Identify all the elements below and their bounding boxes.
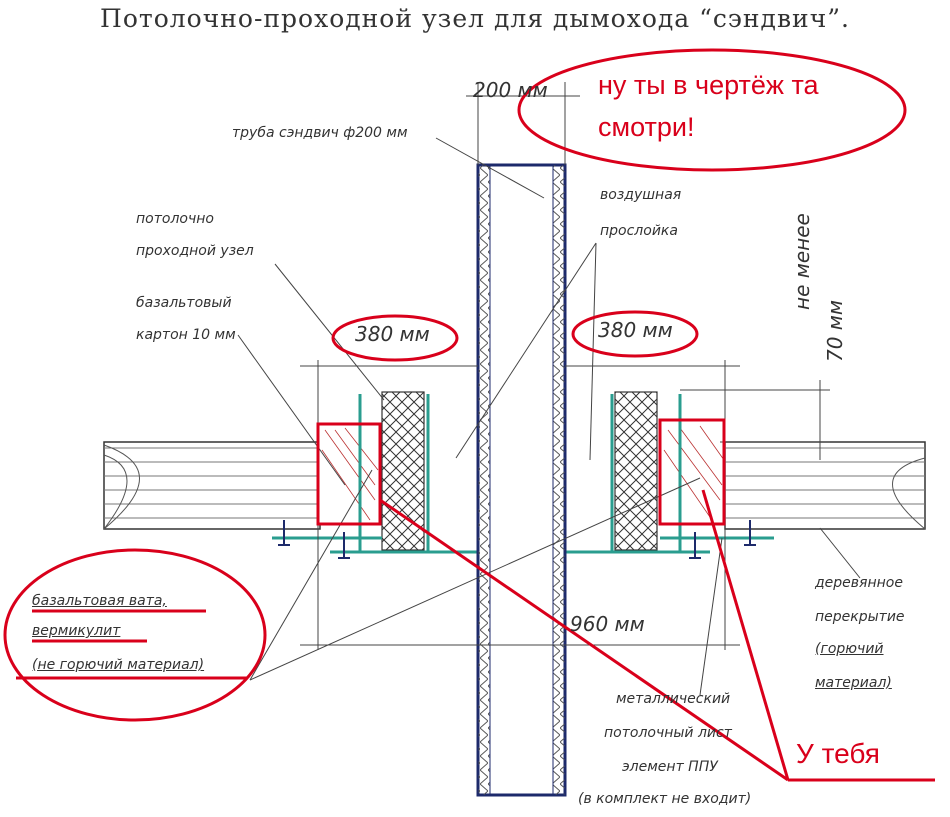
basalt-wool-right (659, 419, 725, 525)
dim-pipe-width: 200 мм (473, 78, 548, 102)
label-wood-line4: материал) (815, 675, 892, 691)
insulation-block-right (614, 391, 658, 551)
label-sheet-line2: потолочный лист (604, 725, 732, 741)
label-node-line1: потолочно (136, 211, 214, 227)
label-cardboard-line1: базальтовый (136, 295, 232, 311)
dim-right-gap: 380 мм (598, 318, 673, 342)
label-nonflammable: (не горючий материал) (32, 657, 205, 673)
metal-sheet (272, 394, 774, 554)
label-wood-line2: перекрытие (815, 609, 905, 625)
drawing-title: Потолочно-проходной узел для дымохода “с… (100, 4, 850, 33)
wooden-ceiling-right (724, 441, 926, 530)
label-air-line2: прослойка (600, 223, 678, 239)
note-bubble-line2: смотри! (598, 112, 695, 142)
label-air-line1: воздушная (600, 187, 682, 203)
note-yours: У тебя (796, 738, 880, 769)
note-bubble-line1: ну ты в чертёж та (598, 70, 819, 100)
label-node-line2: проходной узел (136, 243, 254, 259)
label-sheet-line3: элемент ППУ (622, 759, 718, 775)
label-sheet-line1: металлический (616, 691, 731, 707)
sandwich-pipe (476, 163, 567, 797)
leader-lines (237, 137, 861, 696)
label-sheet-line4: (в комплект не входит) (578, 791, 752, 807)
wooden-ceiling-left (103, 441, 321, 530)
dim-offset-70: 70 мм (823, 300, 847, 362)
label-pipe: труба сэндвич ф200 мм (232, 125, 408, 141)
label-wood-line3: (горючий (815, 641, 884, 657)
red-markup (3, 48, 935, 782)
label-vermiculite: вермикулит (32, 623, 121, 639)
dim-left-gap: 380 мм (355, 322, 430, 346)
label-not-less: не менее (790, 213, 814, 310)
label-wood-line1: деревянное (815, 575, 903, 591)
label-basalt-wool: базальтовая вата, (32, 593, 167, 609)
dimension-lines (300, 82, 830, 650)
label-cardboard-line2: картон 10 мм (136, 327, 236, 343)
screws (278, 520, 756, 559)
dim-total-width: 960 мм (570, 612, 645, 636)
